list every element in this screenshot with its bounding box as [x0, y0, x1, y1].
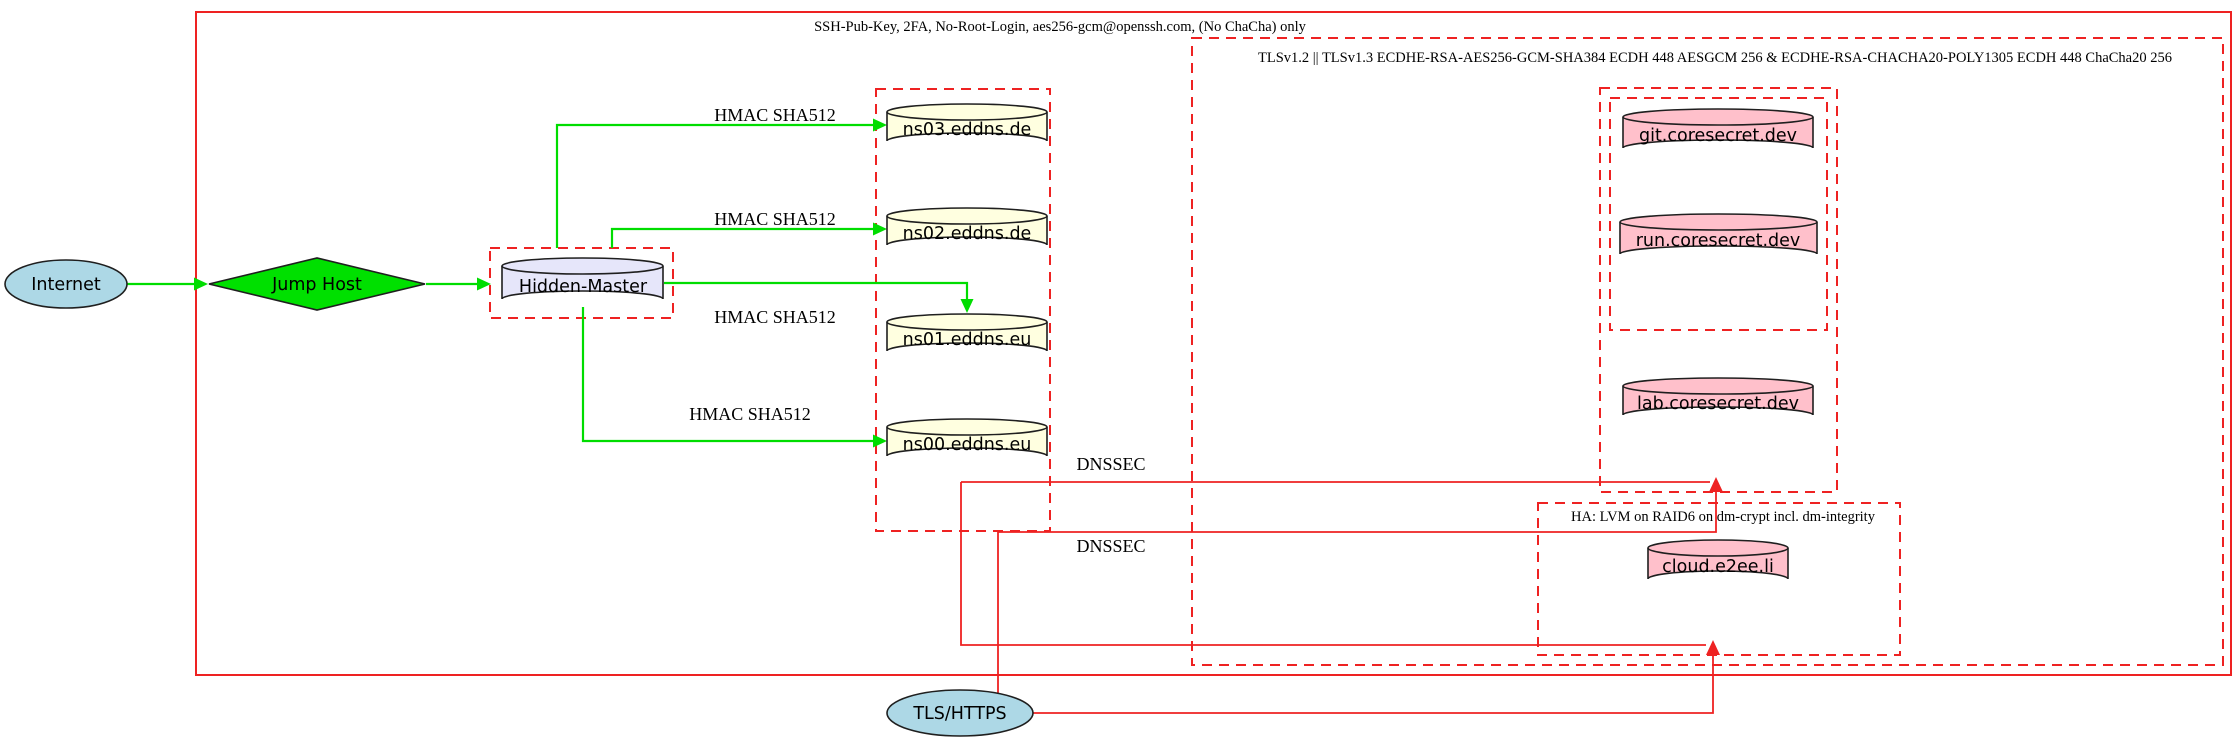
edge-label-hmac-ns00: HMAC SHA512 [689, 404, 811, 424]
tls-https-ellipse [886, 689, 1034, 737]
hidden-master-label: Hidden-Master [519, 277, 648, 297]
edge-label-hmac-ns01: HMAC SHA512 [714, 307, 836, 327]
node-cloud: cloud.e2ee.li [1647, 539, 1789, 580]
node-ns01: ns01.eddns.eu [886, 313, 1048, 352]
edge-tls-coresecret [997, 492, 1717, 693]
cylinder-rim [1622, 385, 1814, 395]
arrowhead [1709, 477, 1723, 492]
ns02-cylinder [886, 207, 1048, 246]
edge-label-dnssec-2: DNSSEC [1076, 536, 1145, 556]
run-label: run.coresecret.dev [1636, 231, 1801, 251]
edge-hiddenmaster-ns01 [664, 281, 969, 300]
node-tls-https: TLS/HTTPS [886, 689, 1034, 737]
ns02-label: ns02.eddns.de [903, 224, 1032, 244]
cluster-ssh-boundary [195, 11, 2232, 676]
ns00-cylinder [886, 418, 1048, 457]
node-run: run.coresecret.dev [1619, 213, 1818, 255]
node-jump-host: Jump Host [208, 257, 426, 311]
lab-label: lab.coresecret.dev [1637, 394, 1799, 414]
cluster-gitrun-boundary [1609, 97, 1828, 331]
arrowhead [477, 277, 491, 291]
ns03-label: ns03.eddns.de [903, 120, 1032, 140]
cylinder-rim [1647, 547, 1789, 557]
edges: HMAC SHA512 HMAC SHA512 HMAC SHA512 HMAC… [127, 105, 1723, 714]
cloud-label: cloud.e2ee.li [1662, 557, 1774, 577]
run-cylinder [1619, 213, 1818, 255]
node-ns00: ns00.eddns.eu [886, 418, 1048, 457]
edge-label-hmac-ns02: HMAC SHA512 [714, 209, 836, 229]
jump-host-label: Jump Host [271, 275, 362, 295]
clusters: SSH-Pub-Key, 2FA, No-Root-Login, aes256-… [195, 11, 2232, 676]
node-ns02: ns02.eddns.de [886, 207, 1048, 246]
cylinder-rim [886, 426, 1048, 436]
node-internet: Internet [4, 259, 128, 309]
arrowhead [194, 277, 208, 291]
cluster-coresecret-boundary [1599, 87, 1838, 493]
git-cylinder [1622, 108, 1814, 149]
edge-hiddenmaster-ns00 [581, 307, 874, 443]
internet-label: Internet [31, 275, 101, 295]
node-ns03: ns03.eddns.de [886, 103, 1048, 142]
cluster-hidden-master-boundary [489, 247, 674, 319]
cloud-cylinder [1647, 539, 1789, 580]
ns00-label: ns00.eddns.eu [903, 435, 1032, 455]
arrowhead [960, 299, 974, 313]
arrowhead [1706, 640, 1720, 655]
cluster-nameservers-boundary [875, 88, 1051, 532]
cluster-ssh-label: SSH-Pub-Key, 2FA, No-Root-Login, aes256-… [814, 19, 1307, 35]
cylinder-rim [501, 265, 664, 275]
edge-label-dnssec-1: DNSSEC [1076, 454, 1145, 474]
tls-https-label: TLS/HTTPS [912, 704, 1006, 724]
jump-host-diamond [208, 257, 426, 311]
cylinder-rim [886, 111, 1048, 121]
nodes: Internet Jump Host Hidden-Master ns03.ed… [4, 103, 1818, 737]
edge-dnssec-ha [960, 482, 1706, 646]
cylinder-rim [1622, 116, 1814, 126]
edge-hiddenmaster-ns02 [610, 227, 874, 248]
node-lab: lab.coresecret.dev [1622, 377, 1814, 416]
arrowhead [873, 434, 887, 448]
node-hidden-master: Hidden-Master [501, 257, 664, 300]
edge-tls-ha [1033, 655, 1714, 714]
ns01-cylinder [886, 313, 1048, 352]
lab-cylinder [1622, 377, 1814, 416]
cluster-ha-label: HA: LVM on RAID6 on dm-crypt incl. dm-in… [1571, 509, 1876, 525]
git-label: git.coresecret.dev [1639, 126, 1797, 146]
hidden-master-cylinder [501, 257, 664, 300]
ns03-cylinder [886, 103, 1048, 142]
arrowhead [873, 118, 887, 132]
node-git: git.coresecret.dev [1622, 108, 1814, 149]
cylinder-rim [886, 321, 1048, 331]
cluster-tls-label: TLSv1.2 || TLSv1.3 ECDHE-RSA-AES256-GCM-… [1258, 50, 2172, 66]
internet-ellipse [4, 259, 128, 309]
ns01-label: ns01.eddns.eu [903, 330, 1032, 350]
cylinder-rim [1619, 221, 1818, 231]
cluster-tls-boundary [1191, 37, 2224, 666]
edge-hiddenmaster-ns03 [555, 123, 874, 248]
arrowhead [873, 222, 887, 236]
cylinder-rim [886, 215, 1048, 225]
edge-label-hmac-ns03: HMAC SHA512 [714, 105, 836, 125]
cluster-ha-boundary [1537, 502, 1901, 656]
